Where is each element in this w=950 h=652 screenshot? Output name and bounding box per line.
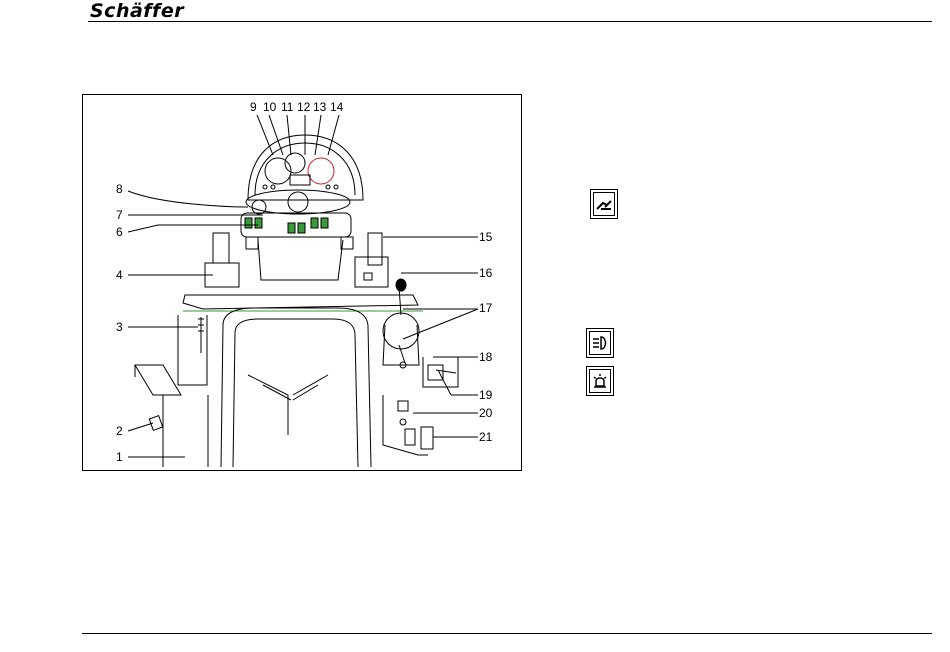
callout-12: 12	[297, 100, 311, 114]
callout-21: 21	[479, 430, 493, 444]
switch-6	[321, 218, 328, 228]
callout-6: 6	[116, 225, 123, 239]
callout-20: 20	[479, 406, 493, 420]
accelerator-pedal	[368, 233, 382, 265]
callout-18: 18	[479, 350, 493, 364]
beacon-light-icon	[586, 366, 614, 396]
callout-14: 14	[330, 100, 344, 114]
callout-4: 4	[116, 268, 123, 282]
switch-1	[245, 218, 252, 228]
brand-logo: Schäffer	[90, 0, 184, 22]
footer-rule	[82, 633, 932, 634]
callout-11: 11	[281, 100, 294, 114]
cab-control-figure: 9 10 11 12 13 14 8 7 6 4 3 2 1 15 16 17 …	[82, 94, 522, 471]
switch-3	[288, 223, 295, 233]
callout-10: 10	[263, 100, 277, 114]
switch-4	[298, 223, 305, 233]
callout-19: 19	[479, 388, 493, 402]
header-rule	[88, 21, 932, 22]
callout-15: 15	[479, 230, 493, 244]
tachometer-dial	[265, 158, 291, 184]
callout-3: 3	[116, 320, 123, 334]
lever-19	[438, 370, 451, 395]
callout-2: 2	[116, 424, 123, 438]
callout-7: 7	[116, 208, 123, 222]
switch-2	[255, 218, 262, 228]
headlight-icon	[586, 328, 614, 358]
steering-wheel	[246, 190, 350, 214]
loader-bucket-icon	[590, 189, 618, 219]
operator-seat	[221, 308, 371, 467]
hand-throttle-lever	[198, 317, 204, 353]
callout-9: 9	[250, 100, 257, 114]
switch-5	[311, 218, 318, 228]
callout-16: 16	[479, 266, 493, 280]
callout-13: 13	[313, 100, 327, 114]
cab-drawing: 9 10 11 12 13 14 8 7 6 4 3 2 1 15 16 17 …	[83, 95, 522, 471]
switch-20	[398, 401, 408, 411]
callout-8: 8	[116, 182, 123, 196]
speed-dial	[308, 158, 334, 184]
socket-21	[421, 427, 433, 449]
foot-pedal-left	[149, 416, 163, 431]
callout-17: 17	[479, 301, 493, 315]
brake-pedal-left	[213, 233, 229, 263]
callout-1: 1	[116, 450, 123, 464]
